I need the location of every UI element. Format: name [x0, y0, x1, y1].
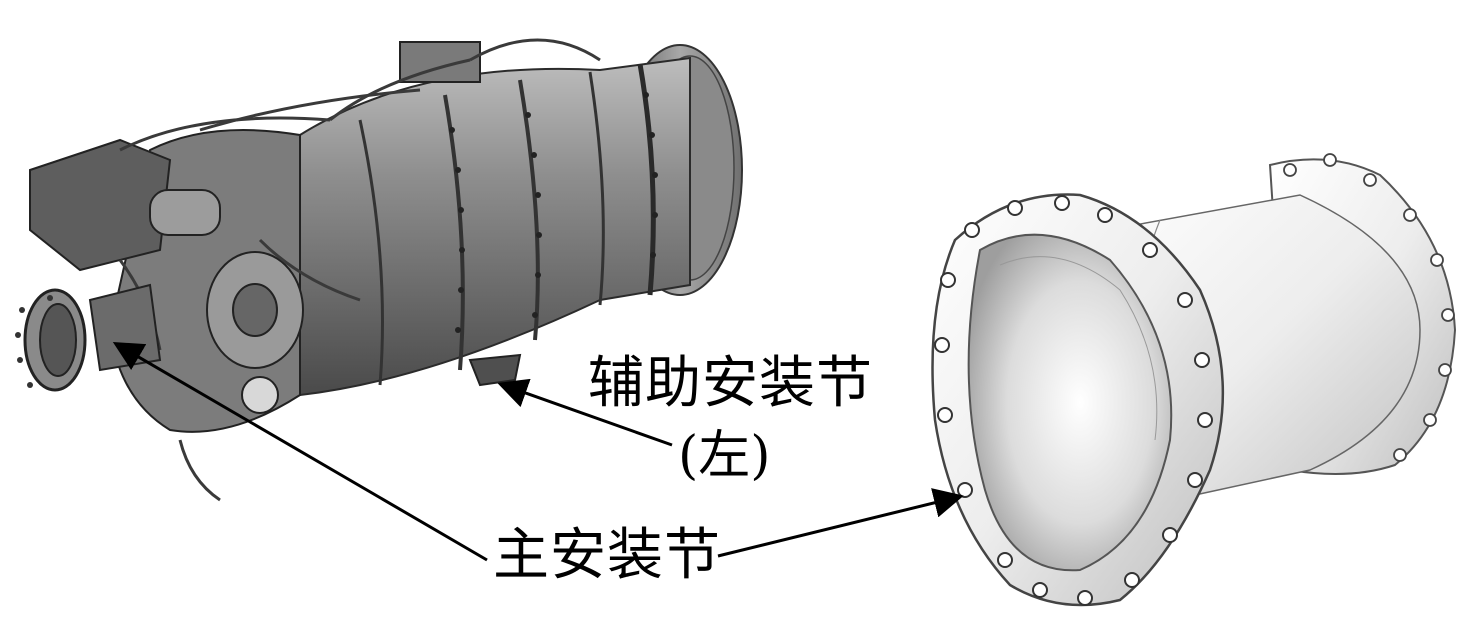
callout-arrows — [112, 341, 964, 562]
auxiliary-mount-side-label: (左) — [678, 426, 771, 486]
main-mount-arrow-part — [717, 488, 964, 558]
auxiliary-mount-label: 辅助安装节 — [588, 351, 873, 416]
main-mount-ring-illustration — [931, 153, 1457, 607]
turboshaft-engine-illustration — [15, 38, 743, 502]
auxiliary-mount-arrow — [497, 378, 673, 447]
main-mount-arrow-engine — [112, 341, 488, 562]
main-mount-label: 主安装节 — [493, 523, 721, 588]
